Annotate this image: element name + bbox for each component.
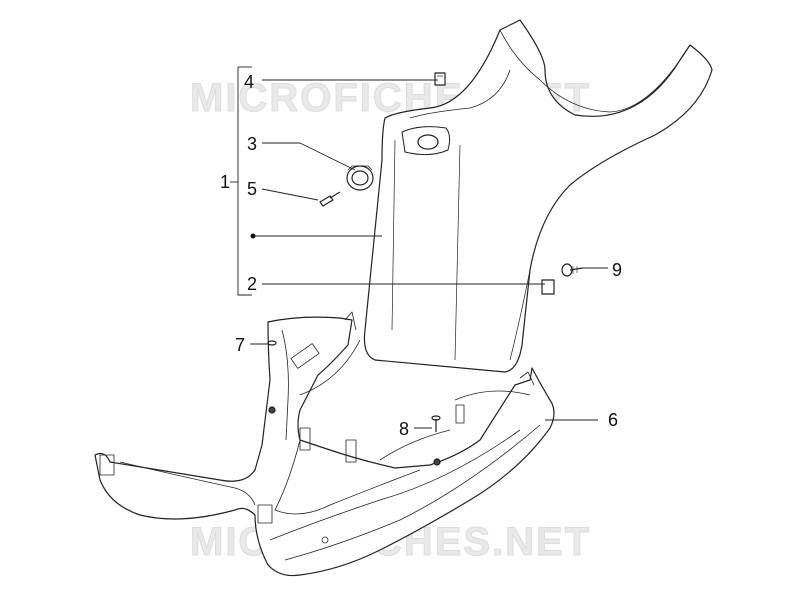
bullet-dot: [250, 233, 256, 239]
leader-lines: [230, 66, 608, 429]
callout-1: 1: [220, 172, 231, 192]
callout-8: 8: [399, 419, 410, 439]
callout-3: 3: [247, 134, 258, 154]
screw-part-5: [319, 191, 341, 207]
screw-part-8: [431, 415, 441, 432]
callout-5: 5: [247, 179, 258, 199]
leg-shield-panel: [363, 19, 713, 373]
washer-part-7: [267, 340, 277, 346]
callout-9: 9: [612, 260, 623, 280]
clip-part-4: [434, 72, 446, 86]
callout-6: 6: [608, 410, 619, 430]
grommet-part-3: [346, 165, 374, 191]
callout-7: 7: [235, 335, 246, 355]
nut-part-2-clip: [541, 279, 555, 295]
callout-2: 2: [247, 274, 258, 294]
screw-part-9: [561, 263, 584, 277]
callout-4: 4: [244, 72, 255, 92]
footrest-floor-panel: [94, 311, 555, 577]
